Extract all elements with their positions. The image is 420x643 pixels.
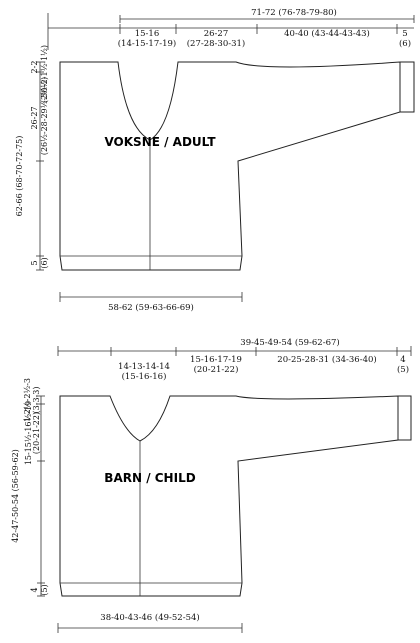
child-neck-width: 14-13-14-14 [118,362,170,372]
child-bottom-width: 38-40-43-46 (49-52-54) [100,612,199,623]
child-shoulder-width-b: (20-21-22) [194,364,239,375]
adult-garment: VOKSNE / ADULT 71-72 (76-78-79-80) 15-16… [15,7,415,313]
child-shoulder-width: 15-16-17-19 [190,355,242,365]
child-body-outline [59,395,399,597]
child-armhole-depth-b: (20-21-22) [32,412,41,454]
child-top-width-total: 39-45-49-54 (59-62-67) [240,337,339,348]
child-armhole-depth: 15-15½-16½-19 [24,401,33,465]
adult-neck-width: 15-16 [135,29,160,39]
adult-shoulder-width-b: (27-28-30-31) [187,38,246,49]
adult-total-length: 62-66 (68-70-72-75) [15,136,24,217]
child-total-length: 42-47-50-54 (56-59-62) [11,449,20,543]
adult-cuff: 5 [402,29,407,39]
adult-cuff-b: (6) [399,38,411,49]
child-hem: 4 [30,587,39,592]
child-neck-drop: 1-2½-2½-3 [23,378,32,422]
adult-title: VOKSNE / ADULT [104,135,216,149]
adult-shoulder-width: 26-27 [204,29,229,39]
child-cuff: 4 [400,355,405,365]
adult-bottom-width: 58-62 (59-63-66-69) [108,302,194,313]
child-cuff [398,395,412,441]
adult-neck-width-b: (14-15-17-19) [118,38,177,49]
adult-body-outline [59,61,401,271]
adult-sleeve-length: 40-40 (43-44-43-43) [284,28,370,39]
child-neck-drop-b: (3-3-3) [32,387,41,414]
child-hem-b: (5) [40,584,49,595]
adult-armhole-depth-b: (26½-28-29½-30½) [40,77,49,155]
adult-cuff [400,61,415,113]
adult-top-width-total: 71-72 (76-78-79-80) [251,7,337,18]
adult-hem: 5 [30,260,39,265]
adult-neck-drop: 2-2 [30,61,39,74]
child-sleeve-length: 20-25-28-31 (34-36-40) [277,354,376,365]
adult-armhole-depth: 26-27 [30,106,39,129]
adult-neck-drop-b: (2½-2-1½-1½) [40,45,49,103]
child-title: BARN / CHILD [104,471,195,485]
child-garment: BARN / CHILD 39-45-49-54 (59-62-67) 14-1… [11,337,412,633]
child-cuff-b: (5) [397,364,409,375]
child-neck-width-b: (15-16-16) [122,371,167,382]
adult-hem-b: (6) [40,257,49,268]
